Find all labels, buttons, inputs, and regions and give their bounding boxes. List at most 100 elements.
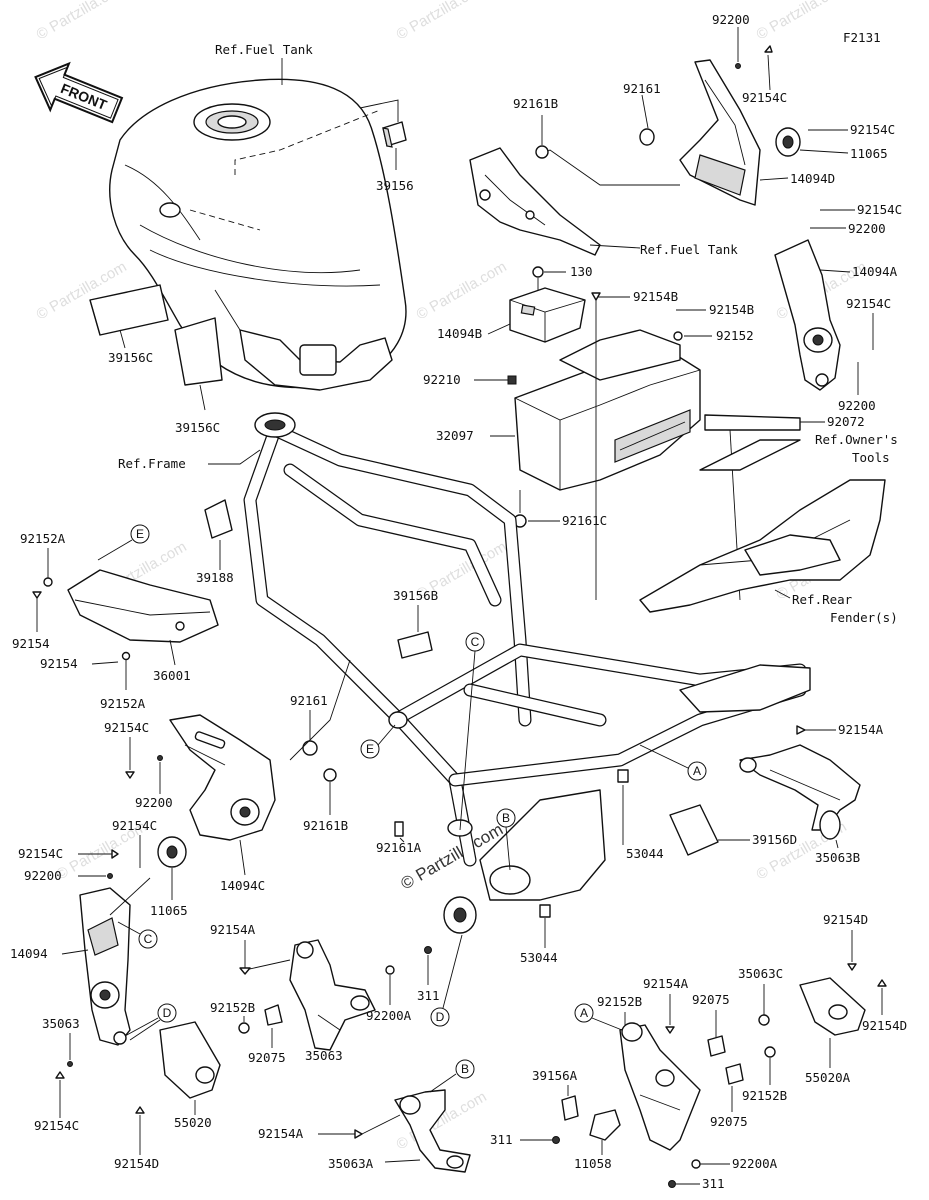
label-92161: 92161 <box>623 81 661 96</box>
label-92154b-2: 92154B <box>709 302 754 317</box>
label-ref-fuel-tank-mid: Ref.Fuel Tank <box>640 242 738 257</box>
label-39156b: 39156B <box>393 588 438 603</box>
label-ref-rear: Ref.Rear <box>792 592 853 607</box>
part-92161b-top <box>535 145 549 159</box>
fuel-tank <box>109 78 407 391</box>
svg-text:B: B <box>502 811 510 825</box>
label-92200-l: 92200 <box>135 795 173 810</box>
label-92152b-l: 92152B <box>210 1000 255 1015</box>
label-92075-l: 92075 <box>248 1050 286 1065</box>
label-92154c-r: 92154C <box>857 202 902 217</box>
part-55020a <box>799 977 866 1036</box>
svg-text:B: B <box>461 1062 469 1076</box>
label-311-r2: 311 <box>702 1176 725 1191</box>
part-39156c-1 <box>89 284 169 349</box>
label-35063a: 35063A <box>328 1156 374 1171</box>
watermark: © Partzilla.com <box>754 0 850 43</box>
label-92154c: 92154C <box>850 122 895 137</box>
part-14094 <box>79 887 131 1046</box>
label-92152a-2: 92152A <box>100 696 146 711</box>
watermark: © Partzilla.com <box>394 0 490 43</box>
label-39156: 39156 <box>376 178 414 193</box>
label-92154c-top: 92154C <box>742 90 787 105</box>
label-92161-l: 92161 <box>290 693 328 708</box>
part-39156a <box>561 1095 579 1121</box>
svg-text:C: C <box>144 932 153 946</box>
label-32097: 32097 <box>436 428 474 443</box>
label-92075-r: 92075 <box>692 992 730 1007</box>
part-36001 <box>67 569 219 643</box>
part-39156 <box>359 99 407 170</box>
svg-text:D: D <box>163 1006 172 1020</box>
label-92154: 92154 <box>12 636 50 651</box>
owners-tools <box>699 439 801 471</box>
part-35063 <box>289 939 376 1051</box>
part-11065-top <box>775 127 801 157</box>
part-11065-left <box>157 836 187 868</box>
label-92161b-l: 92161B <box>303 818 348 833</box>
svg-text:E: E <box>136 527 144 541</box>
label-39156c: 39156C <box>108 350 153 365</box>
part-14094b <box>509 287 586 343</box>
label-92200-r: 92200 <box>848 221 886 236</box>
part-35063c <box>619 1022 701 1151</box>
part-53044-1 <box>617 769 629 783</box>
svg-text:D: D <box>436 1010 445 1024</box>
frame <box>243 412 811 934</box>
svg-text:A: A <box>693 764 701 778</box>
part-39156c-2 <box>174 317 223 411</box>
label-92154c-r2: 92154C <box>846 296 891 311</box>
label-11065-l: 11065 <box>150 903 188 918</box>
callout-d-1: D <box>124 1003 177 1037</box>
label-92200a-r: 92200A <box>732 1156 778 1171</box>
label-11058: 11058 <box>574 1156 612 1171</box>
label-ref-owners-tools: Ref.Owner's <box>815 432 898 447</box>
label-92154a-r: 92154A <box>838 722 884 737</box>
label-92200-l2: 92200 <box>24 868 62 883</box>
label-53044-2: 53044 <box>520 950 558 965</box>
label-39188: 39188 <box>196 570 234 585</box>
label-311: 311 <box>417 988 440 1003</box>
label-92152b-r: 35063C <box>738 966 783 981</box>
label-92072: 92072 <box>827 414 865 429</box>
label-55020: 55020 <box>174 1115 212 1130</box>
label-14094: 14094 <box>10 946 48 961</box>
callout-e-1: E <box>97 524 150 561</box>
rear-fender <box>639 479 886 613</box>
label-39156a: 39156A <box>532 1068 578 1083</box>
label-92154-2: 92154 <box>40 656 78 671</box>
label-53044-1: 53044 <box>626 846 664 861</box>
label-92200-l3: 35063 <box>42 1016 80 1031</box>
callout-c-2: C <box>117 921 158 949</box>
label-fenders: Fender(s) <box>830 610 898 625</box>
callout-a-1: A <box>639 744 707 781</box>
label-39156c-2: 39156C <box>175 420 220 435</box>
callout-d-2: D <box>430 934 463 1027</box>
label-92161c: 92161C <box>562 513 607 528</box>
figure-id: F2131 <box>843 30 881 45</box>
label-55020a: 55020A <box>805 1070 851 1085</box>
label-92154b-1: 92154B <box>633 289 678 304</box>
label-92154d-r2: 92154D <box>862 1018 907 1033</box>
part-14094a <box>774 239 841 391</box>
label-92210: 92210 <box>423 372 461 387</box>
label-92154d-l: 92154D <box>114 1156 159 1171</box>
label-14094c: 14094C <box>220 878 265 893</box>
part-39156b <box>397 631 433 659</box>
svg-text:A: A <box>580 1006 588 1020</box>
label-tools: Tools <box>852 450 890 465</box>
label-92200-top: 92200 <box>712 12 750 27</box>
label-92154c-l4: 92154C <box>34 1118 79 1133</box>
label-92161b: 92161B <box>513 96 558 111</box>
label-14094d: 14094D <box>790 171 835 186</box>
svg-text:C: C <box>471 635 480 649</box>
watermark: © Partzilla.com <box>414 258 510 323</box>
svg-text:E: E <box>366 742 374 756</box>
part-55020 <box>159 1021 221 1099</box>
part-39188 <box>204 499 233 539</box>
label-35063: 35063 <box>305 1048 343 1063</box>
part-39156d <box>669 804 719 856</box>
battery-case <box>514 329 701 491</box>
label-92152: 92152 <box>716 328 754 343</box>
